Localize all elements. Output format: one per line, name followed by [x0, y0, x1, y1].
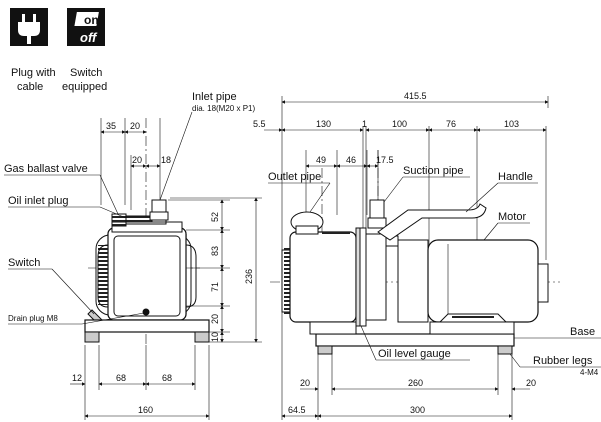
dim-300: 300: [410, 405, 425, 415]
side-view: [270, 96, 560, 420]
dim-103: 103: [504, 119, 519, 129]
dim-100: 100: [392, 119, 407, 129]
dim-49: 49: [316, 155, 326, 165]
label-switch: Switch: [8, 257, 40, 269]
plug-caption-2: cable: [17, 81, 43, 93]
label-inlet-pipe: Inlet pipe: [192, 91, 237, 103]
dim-46: 46: [346, 155, 356, 165]
label-drain-plug: Drain plug M8: [8, 314, 58, 323]
label-outlet-pipe: Outlet pipe: [268, 171, 321, 183]
dim-1: 1: [362, 119, 367, 129]
dim-76: 76: [446, 119, 456, 129]
switch-caption-2: equipped: [62, 81, 107, 93]
plug-caption-1: Plug with: [11, 67, 56, 79]
dim-83: 83: [210, 246, 220, 256]
dim-52: 52: [210, 212, 220, 222]
dim-260: 260: [408, 378, 423, 388]
switch-icon-off: off: [80, 30, 98, 45]
dim-20-mid: 20: [132, 155, 142, 165]
label-motor: Motor: [498, 211, 526, 223]
dim-64-5: 64.5: [288, 405, 306, 415]
dim-18: 18: [161, 155, 171, 165]
label-oil-level-gauge: Oil level gauge: [378, 348, 451, 360]
dim-17-5: 17.5: [376, 155, 394, 165]
dim-20-side-right: 20: [526, 378, 536, 388]
label-base: Base: [570, 326, 595, 338]
front-bottom-dims: [70, 345, 210, 420]
dim-20-side-left: 20: [300, 378, 310, 388]
dim-71: 71: [210, 282, 220, 292]
dim-20-v: 20: [210, 314, 220, 324]
dim-236: 236: [244, 269, 254, 284]
label-rubber-legs-size: 4-M4: [580, 368, 599, 377]
side-top-dims: [264, 100, 549, 168]
label-rubber-legs: Rubber legs: [533, 355, 593, 367]
switch-caption-1: Switch: [70, 67, 102, 79]
label-handle: Handle: [498, 171, 533, 183]
front-vertical-dims: [168, 197, 262, 343]
label-inlet-pipe-dia: dia. 18(M20 x P1): [192, 104, 255, 113]
label-oil-inlet-plug: Oil inlet plug: [8, 195, 69, 207]
dim-415-5: 415.5: [404, 91, 427, 101]
label-drain-plug-text: Drain plug: [8, 314, 44, 323]
dim-130: 130: [316, 119, 331, 129]
front-view: [84, 118, 210, 345]
dim-35: 35: [106, 121, 116, 131]
label-gas-ballast-valve: Gas ballast valve: [4, 163, 88, 175]
dim-20-top: 20: [130, 121, 140, 131]
dim-160: 160: [138, 405, 153, 415]
dim-5-5: 5.5: [253, 119, 266, 129]
label-drain-plug-size: M8: [47, 314, 59, 323]
label-suction-pipe: Suction pipe: [403, 165, 464, 177]
dim-12: 12: [72, 373, 82, 383]
dim-68-left: 68: [116, 373, 126, 383]
dim-68-right: 68: [162, 373, 172, 383]
switch-icon-on: on: [84, 13, 99, 27]
front-top-dims: [100, 130, 161, 168]
switch-icon: on off: [67, 8, 105, 46]
plug-icon: [10, 8, 48, 46]
dim-10: 10: [210, 332, 220, 342]
side-bottom-dims: [281, 354, 530, 420]
